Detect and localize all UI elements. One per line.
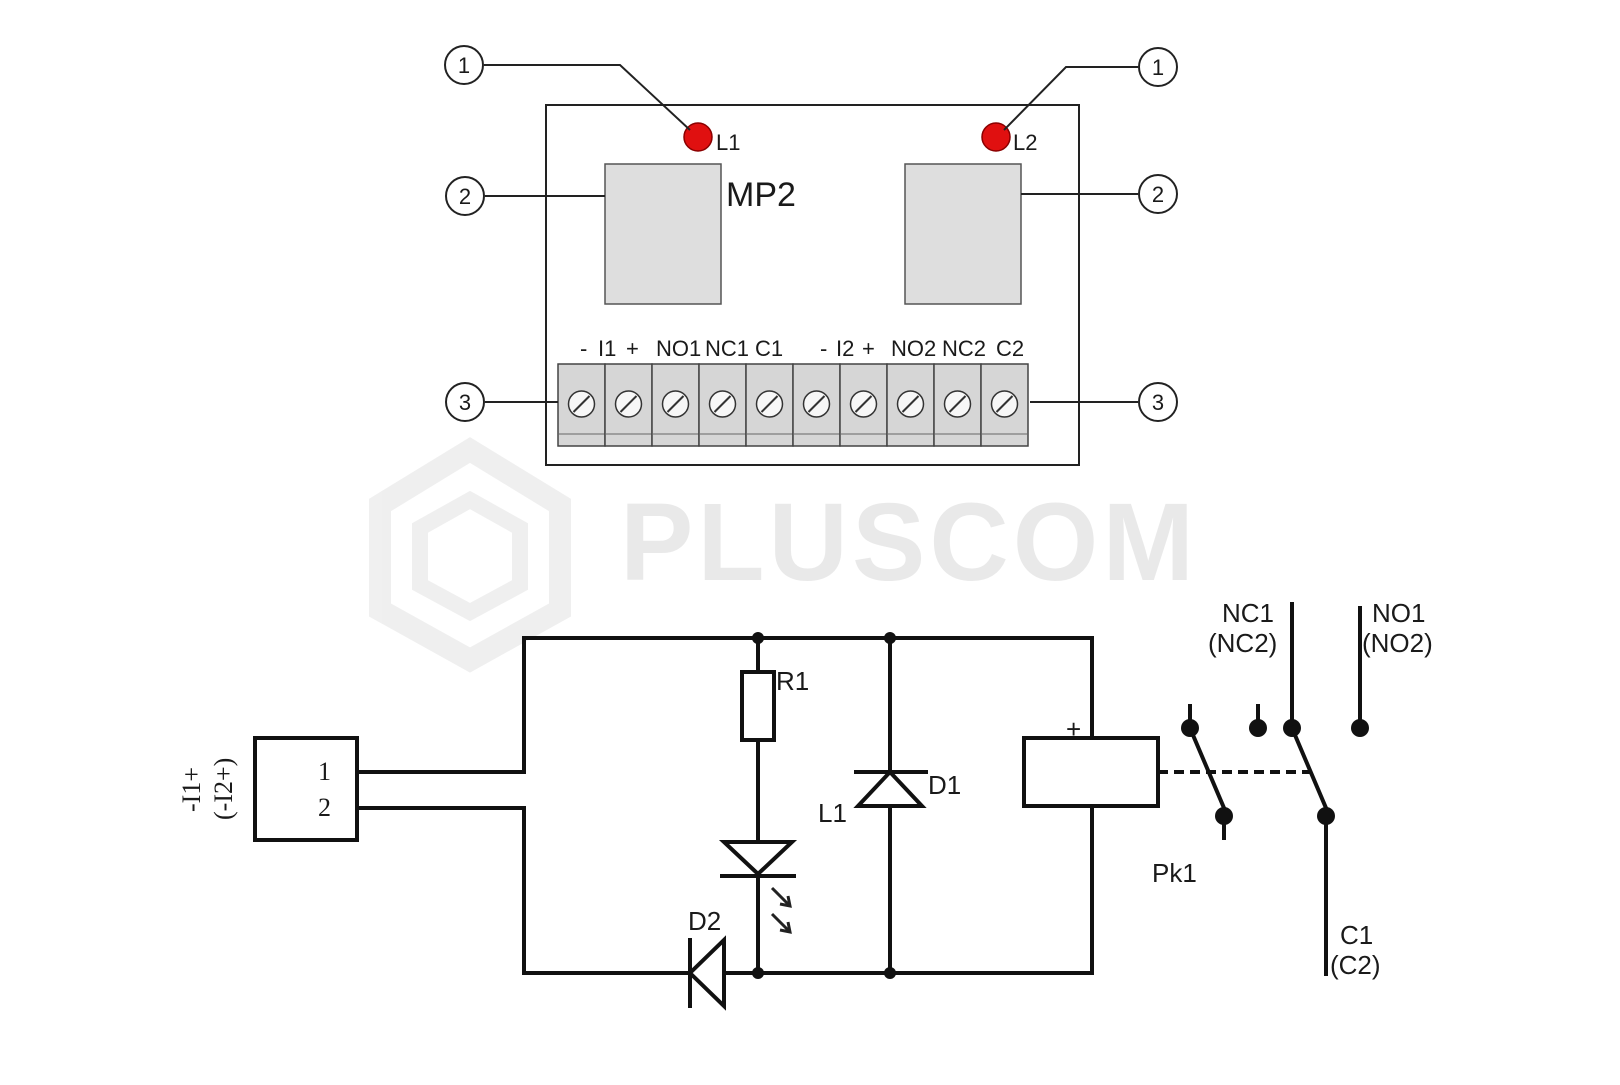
led-label-2: L2 — [1013, 130, 1037, 155]
svg-text:2: 2 — [459, 184, 471, 209]
terminal-cell — [980, 363, 1029, 447]
callout-3-left: 3 — [445, 382, 485, 422]
board-drawing: MP2 L1 L2 - I1 + NO1 NC1 C1 - I2 + NO2 N… — [444, 45, 1178, 466]
relay-2 — [904, 163, 1022, 305]
callout-1-right: 1 — [1138, 47, 1178, 87]
led-1 — [683, 122, 713, 152]
terminal-label: C1 — [755, 336, 783, 361]
led-label-1: L1 — [716, 130, 740, 155]
connector — [253, 736, 359, 842]
label-nc-alt: (NC2) — [1208, 628, 1277, 658]
terminal-cell — [698, 363, 747, 447]
label-relay: Pk1 — [1152, 858, 1197, 888]
watermark-text: PLUSCOM — [620, 481, 1198, 604]
svg-text:1: 1 — [458, 53, 470, 78]
terminal-label: NC2 — [942, 336, 986, 361]
terminal-label: NO2 — [891, 336, 936, 361]
diode-d1 — [853, 769, 927, 808]
diode-d2 — [687, 935, 726, 1011]
terminal-label: I1 — [598, 336, 616, 361]
svg-text:1: 1 — [1152, 55, 1164, 80]
led-2 — [981, 122, 1011, 152]
terminal-cell — [745, 363, 794, 447]
label-nc: NC1 — [1222, 598, 1274, 628]
terminal-label: + — [626, 336, 639, 361]
label-d1: D1 — [928, 770, 961, 800]
terminal-label: I2 — [836, 336, 854, 361]
label-c-alt: (C2) — [1330, 950, 1381, 980]
label-d2: D2 — [688, 906, 721, 936]
terminal-label: NO1 — [656, 336, 701, 361]
terminal-cell — [792, 363, 841, 447]
terminal-cell — [604, 363, 653, 447]
terminal-block — [557, 363, 1029, 447]
connector-label: -I1+ — [177, 767, 206, 812]
schematic: 1 2 -I1+ (-I2+) R1 D1 L1 D2 — [177, 598, 1433, 1011]
terminal-label: + — [862, 336, 875, 361]
label-no: NO1 — [1372, 598, 1425, 628]
terminal-cell — [839, 363, 888, 447]
terminal-cell — [651, 363, 700, 447]
terminal-cell — [933, 363, 982, 447]
relay-1 — [604, 163, 722, 305]
terminal-cell — [557, 363, 606, 447]
relay-plus: + — [1066, 714, 1081, 744]
svg-text:2: 2 — [1152, 182, 1164, 207]
resistor-r1 — [740, 670, 776, 742]
terminal-label: - — [580, 336, 587, 361]
callout-2-left: 2 — [445, 176, 485, 216]
watermark: PLUSCOM — [369, 437, 1198, 673]
terminal-label: C2 — [996, 336, 1024, 361]
connector-pin-2: 2 — [318, 793, 331, 822]
terminal-label: - — [820, 336, 827, 361]
terminal-label: NC1 — [705, 336, 749, 361]
label-no-alt: (NO2) — [1362, 628, 1433, 658]
led-l1 — [718, 840, 798, 877]
connector-pin-1: 1 — [318, 757, 331, 786]
svg-text:3: 3 — [1152, 390, 1164, 415]
svg-text:3: 3 — [459, 390, 471, 415]
callout-1-left: 1 — [444, 45, 484, 85]
terminal-cell — [886, 363, 935, 447]
callout-3-right: 3 — [1138, 382, 1178, 422]
terminal-labels: - I1 + NO1 NC1 C1 - I2 + NO2 NC2 C2 — [580, 336, 1024, 361]
relay-coil — [1022, 736, 1160, 808]
label-r1: R1 — [776, 666, 809, 696]
connector-label-alt: (-I2+) — [209, 758, 238, 820]
label-l1: L1 — [818, 798, 847, 828]
label-c: C1 — [1340, 920, 1373, 950]
board-title: MP2 — [726, 176, 796, 214]
callout-2-right: 2 — [1138, 174, 1178, 214]
